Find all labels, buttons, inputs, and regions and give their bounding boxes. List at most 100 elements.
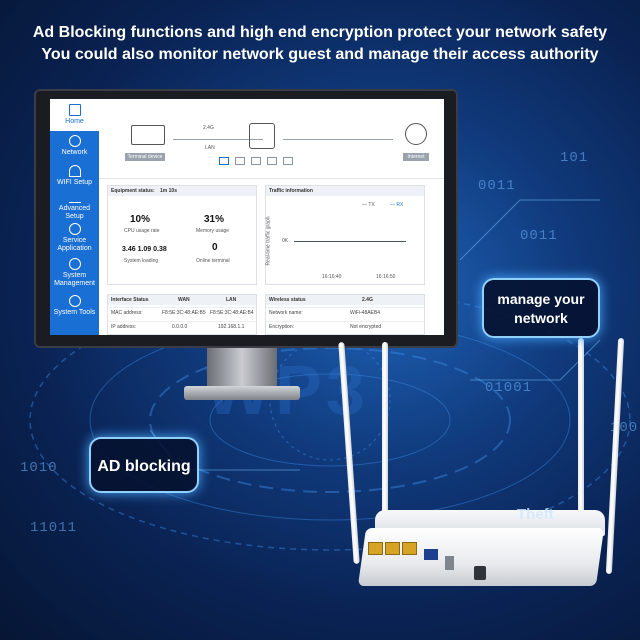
internet-globe-icon [405, 123, 427, 145]
sidebar-item-system-tools[interactable]: System Tools [50, 291, 99, 321]
traffic-time-label: 16:16:50 [376, 274, 396, 280]
table-row: IP address: 0.0.0.0 192.168.1.1 [108, 321, 256, 331]
sidebar-item-home[interactable]: Home [50, 99, 99, 131]
lan-ip: 192.168.1.1 [218, 324, 245, 330]
traffic-line [294, 241, 406, 242]
row-label: Encryption: [269, 324, 295, 330]
sidebar-item-wifi-setup[interactable]: WIFI Setup [50, 161, 99, 191]
sidebar: Home Network WIFI Setup Advanced Setup S… [50, 99, 99, 335]
port-icon [267, 157, 277, 165]
port-icon [219, 157, 229, 165]
headline-line-1: Ad Blocking functions and high end encry… [32, 24, 608, 41]
theft-text: Theft [517, 506, 554, 523]
network-name-value: WiFi-48AEB4 [350, 310, 381, 316]
traffic-information-panel: Traffic information — TX — RX Real-time … [265, 185, 425, 285]
sidebar-item-service-application[interactable]: Service Application [50, 221, 99, 255]
online-terminal-value: 0 [212, 242, 218, 253]
terminal-device-label: Terminal device [125, 153, 165, 161]
interface-status-header: Interface Status WAN LAN [108, 295, 256, 305]
sidebar-item-label: Network [61, 149, 88, 156]
internet-label: Internet [403, 153, 429, 161]
link-line [283, 139, 393, 140]
wan-port [424, 549, 438, 560]
sidebar-item-label: System Tools [53, 309, 96, 316]
network-topology: Terminal device 2.4G LAN Internet [99, 99, 444, 179]
ethernet-port [385, 542, 400, 555]
wireless-band: 2.4G [362, 297, 373, 303]
globe-icon [68, 135, 81, 147]
row-label: IP address: [111, 324, 137, 330]
service-icon [68, 223, 81, 235]
equipment-status-panel: Equipment status: 1m 10s 10% CPU usage r… [107, 185, 257, 285]
port-icon [251, 157, 261, 165]
link-line [173, 139, 263, 140]
gear-icon [68, 258, 81, 270]
online-terminal-label: Online terminal [196, 258, 230, 264]
ethernet-port [402, 542, 417, 555]
monitor-stand-base [184, 386, 300, 400]
sidebar-item-label: Advanced Setup [58, 205, 91, 220]
traffic-zero-label: 0K [282, 238, 289, 244]
router-antenna [578, 338, 584, 566]
table-row: Encryption: Not encrypted [266, 321, 424, 331]
router-antenna [382, 342, 388, 538]
port-icon [235, 157, 245, 165]
wireless-status-panel: Wireless status 2.4G Network name: WiFi-… [265, 294, 425, 335]
binary-text: 101 [560, 150, 589, 166]
terminal-device-icon [131, 125, 165, 145]
uptime: 1m 10s [160, 188, 177, 194]
band-label: 2.4G [203, 125, 214, 131]
interface-status-panel: Interface Status WAN LAN MAC address: F8… [107, 294, 257, 335]
monitor-stand [207, 348, 277, 388]
monitor: Home Network WIFI Setup Advanced Setup S… [34, 89, 458, 348]
memory-usage-label: Memory usage [196, 228, 230, 234]
traffic-information-header: Traffic information [266, 186, 424, 196]
binary-text: 1010 [20, 460, 58, 476]
equipment-status-header: Equipment status: 1m 10s [108, 186, 256, 196]
wan-ip: 0.0.0.0 [172, 324, 188, 330]
memory-usage-value: 31% [204, 214, 225, 225]
manage-network-callout: manage your network [482, 278, 600, 338]
traffic-time-label: 16:16:40 [322, 274, 342, 280]
lan-column-header: LAN [226, 297, 237, 303]
binary-text: 0011 [478, 178, 516, 194]
system-load-value: 3.46 1.09 0.38 [122, 246, 167, 253]
port-icon [283, 157, 293, 165]
sidebar-item-network[interactable]: Network [50, 131, 99, 161]
sidebar-item-label: WIFI Setup [56, 179, 92, 186]
sidebar-item-advanced-setup[interactable]: Advanced Setup [50, 191, 99, 221]
wireless-status-header: Wireless status 2.4G [266, 295, 424, 305]
power-port [474, 566, 486, 580]
lan-mac: F8:5E:3C:48:AE:B4 [210, 310, 254, 316]
traffic-y-label: Real-time traffic graph [265, 216, 272, 266]
sidebar-item-label: System Management [54, 272, 95, 287]
legend-tx: — TX [362, 202, 375, 208]
cpu-usage-label: CPU usage rate [124, 228, 160, 234]
router-icon [249, 123, 275, 149]
legend-rx: — RX [390, 202, 404, 208]
system-load-label: System loading [124, 258, 159, 264]
router-admin-screen: Home Network WIFI Setup Advanced Setup S… [50, 99, 444, 335]
encryption-value: Not encrypted [350, 324, 382, 330]
row-label: Network name: [269, 310, 303, 316]
sidebar-item-label: Home [65, 118, 84, 125]
home-icon [68, 104, 81, 116]
wifi-icon [68, 165, 81, 177]
lan-label: LAN [205, 145, 215, 151]
wan-mac: F8:5E:3C:48:AE:B5 [162, 310, 206, 316]
usb-port [445, 556, 454, 570]
binary-text: 11011 [30, 520, 78, 536]
sidebar-item-label: Service Application [57, 237, 92, 252]
tools-icon [68, 295, 81, 307]
sidebar-item-system-management[interactable]: System Management [50, 255, 99, 291]
binary-text: 0011 [520, 228, 558, 244]
wan-column-header: WAN [178, 297, 190, 303]
ad-blocking-callout: AD blocking [89, 437, 199, 493]
cpu-usage-value: 10% [130, 214, 151, 225]
headline-line-2: You could also monitor network guest and… [41, 46, 599, 63]
ethernet-port [368, 542, 383, 555]
sliders-icon [68, 191, 81, 203]
table-row: Network name: WiFi-48AEB4 [266, 307, 424, 317]
binary-text: 01001 [485, 380, 533, 396]
table-row: MAC address: F8:5E:3C:48:AE:B5 F8:5E:3C:… [108, 307, 256, 317]
